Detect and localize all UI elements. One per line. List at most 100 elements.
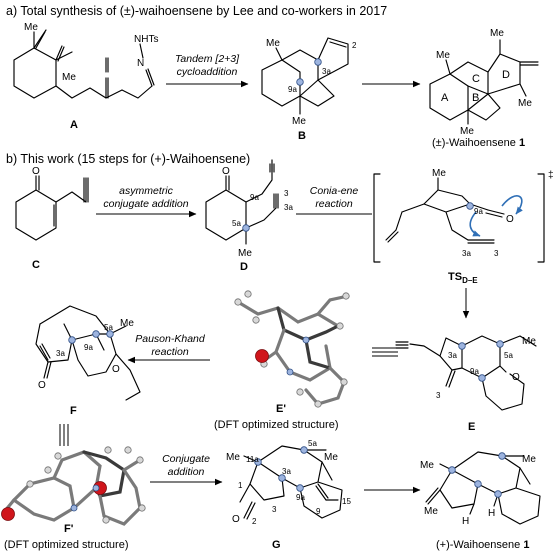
arrow-asym-line2: conjugate addition bbox=[103, 198, 188, 210]
e-locant-9a: 9a bbox=[470, 367, 479, 376]
w-me-bottom: Me bbox=[460, 126, 474, 137]
ts-locant-3: 3 bbox=[494, 249, 499, 258]
g-locant-11a: 11a bbox=[246, 455, 259, 464]
w2-me-right: Me bbox=[522, 454, 536, 465]
e-prime-dft-model bbox=[234, 290, 350, 408]
w-me-top: Me bbox=[490, 28, 504, 39]
a-nhts: NHTs bbox=[134, 34, 158, 45]
ts-atom-9a bbox=[466, 202, 474, 210]
ring-a-letter: A bbox=[441, 92, 449, 104]
b-atom-9a bbox=[296, 78, 304, 86]
arrow-tandem-line2: cycloaddition bbox=[177, 66, 238, 78]
arrow-conj-line1: Conjugate bbox=[162, 453, 210, 465]
ts-locant-9a: 9a bbox=[474, 207, 483, 216]
ts-locant-3a: 3a bbox=[462, 249, 471, 258]
w2-atom-b bbox=[474, 480, 482, 488]
dft-caption-e: (DFT optimized structure) bbox=[214, 419, 339, 431]
compound-g-label: G bbox=[272, 539, 281, 551]
compound-b-label: B bbox=[298, 130, 306, 142]
ts-label: TSD–E bbox=[448, 271, 478, 285]
a-me-top: Me bbox=[24, 22, 38, 33]
g-locant-3a: 3a bbox=[282, 467, 291, 476]
g-locant-9a: 9a bbox=[296, 493, 305, 502]
compound-d-structure bbox=[205, 159, 279, 245]
section-a-heading: a) Total synthesis of (±)-waihoensene by… bbox=[6, 4, 387, 18]
compound-e-label: E bbox=[468, 421, 475, 433]
compound-f-prime-label: F' bbox=[64, 523, 74, 535]
compound-e-prime-label: E' bbox=[276, 403, 286, 415]
racemic-product-name: (±)-Waihoensene 1 bbox=[432, 137, 525, 149]
ring-b-letter: B bbox=[472, 92, 479, 104]
d-locant-5a: 5a bbox=[232, 219, 241, 228]
ring-d-letter: D bbox=[502, 69, 510, 81]
ts-me: Me bbox=[432, 168, 446, 179]
arrow-tandem-line1: Tandem [2+3] bbox=[175, 53, 240, 65]
compound-f-structure bbox=[35, 305, 141, 401]
enantiopure-product-name: (+)-Waihoensene 1 bbox=[436, 539, 529, 551]
compound-c-structure bbox=[15, 175, 89, 241]
w-me-right: Me bbox=[518, 98, 532, 109]
g-locant-3: 3 bbox=[272, 505, 277, 514]
f-oxygen-enone: O bbox=[38, 380, 46, 391]
section-b-heading: b) This work (15 steps for (+)-Waihoense… bbox=[6, 152, 250, 166]
compound-c-label: C bbox=[32, 259, 40, 271]
e-locant-3: 3 bbox=[436, 391, 441, 400]
b-me-bottom: Me bbox=[292, 116, 306, 127]
b-locant-2: 2 bbox=[352, 41, 357, 50]
f-locant-9a: 9a bbox=[84, 343, 93, 352]
w2-h-left: H bbox=[462, 516, 469, 527]
e-atom-5a bbox=[496, 340, 504, 348]
ts-oxygen: O bbox=[506, 214, 514, 225]
enantiopure-waihoensene-structure bbox=[425, 451, 541, 525]
a-n: N bbox=[137, 58, 144, 69]
arrow-conia-line2: reaction bbox=[315, 198, 353, 210]
ts-dagger: ‡ bbox=[548, 170, 554, 181]
compound-a-structure bbox=[13, 29, 155, 99]
d-oxygen: O bbox=[222, 166, 230, 177]
g-atom-11a bbox=[254, 458, 262, 466]
w2-atom-c bbox=[494, 490, 502, 498]
g-locant-9: 9 bbox=[316, 507, 321, 516]
f-atom-5a bbox=[106, 330, 114, 338]
dft-caption-f: (DFT optimized structure) bbox=[4, 539, 129, 551]
w2-me-left: Me bbox=[420, 460, 434, 471]
arrow-conia-line1: Conia-ene bbox=[310, 185, 359, 197]
arrow-pk-line2: reaction bbox=[151, 346, 189, 358]
d-locant-3: 3 bbox=[284, 189, 289, 198]
w2-atom-a bbox=[448, 466, 456, 474]
b-locant-3a: 3a bbox=[322, 67, 331, 76]
c-oxygen: O bbox=[32, 166, 40, 177]
f-atom-3a bbox=[68, 336, 76, 344]
e-atom-9a bbox=[478, 374, 486, 382]
w2-h-right: H bbox=[488, 508, 495, 519]
ts-electron-arrow-1 bbox=[501, 195, 523, 215]
g-me-right: Me bbox=[324, 452, 338, 463]
arrow-conj-line2: addition bbox=[168, 466, 205, 478]
f-me: Me bbox=[120, 318, 134, 329]
g-locant-15: 15 bbox=[342, 497, 351, 506]
equivalence-sign-horizontal bbox=[372, 347, 398, 357]
d-me: Me bbox=[238, 248, 252, 259]
w-me-left: Me bbox=[436, 50, 450, 61]
f-oxygen-ketone: O bbox=[112, 364, 120, 375]
g-oxygen: O bbox=[232, 514, 240, 525]
arrow-asym-line1: asymmetric bbox=[119, 185, 173, 197]
compound-f-label: F bbox=[70, 405, 77, 417]
f-atom-9a bbox=[92, 330, 100, 338]
racemic-waihoensene-structure bbox=[429, 39, 539, 125]
g-atom-9a bbox=[296, 484, 304, 492]
b-locant-9a: 9a bbox=[288, 85, 297, 94]
f-locant-5a: 5a bbox=[104, 323, 113, 332]
e-locant-5a: 5a bbox=[504, 351, 513, 360]
e-locant-3a: 3a bbox=[448, 351, 457, 360]
g-locant-1: 1 bbox=[238, 481, 243, 490]
compound-e-structure bbox=[395, 335, 537, 411]
arrow-pk-line1: Pauson-Khand bbox=[135, 333, 206, 345]
compound-b-structure bbox=[261, 37, 349, 115]
ts-electron-arrow-2 bbox=[469, 211, 481, 237]
e-atom-3a bbox=[458, 342, 466, 350]
transition-state-structure bbox=[373, 173, 545, 263]
a-me-quat: Me bbox=[62, 72, 76, 83]
e-oxygen: O bbox=[512, 372, 520, 383]
